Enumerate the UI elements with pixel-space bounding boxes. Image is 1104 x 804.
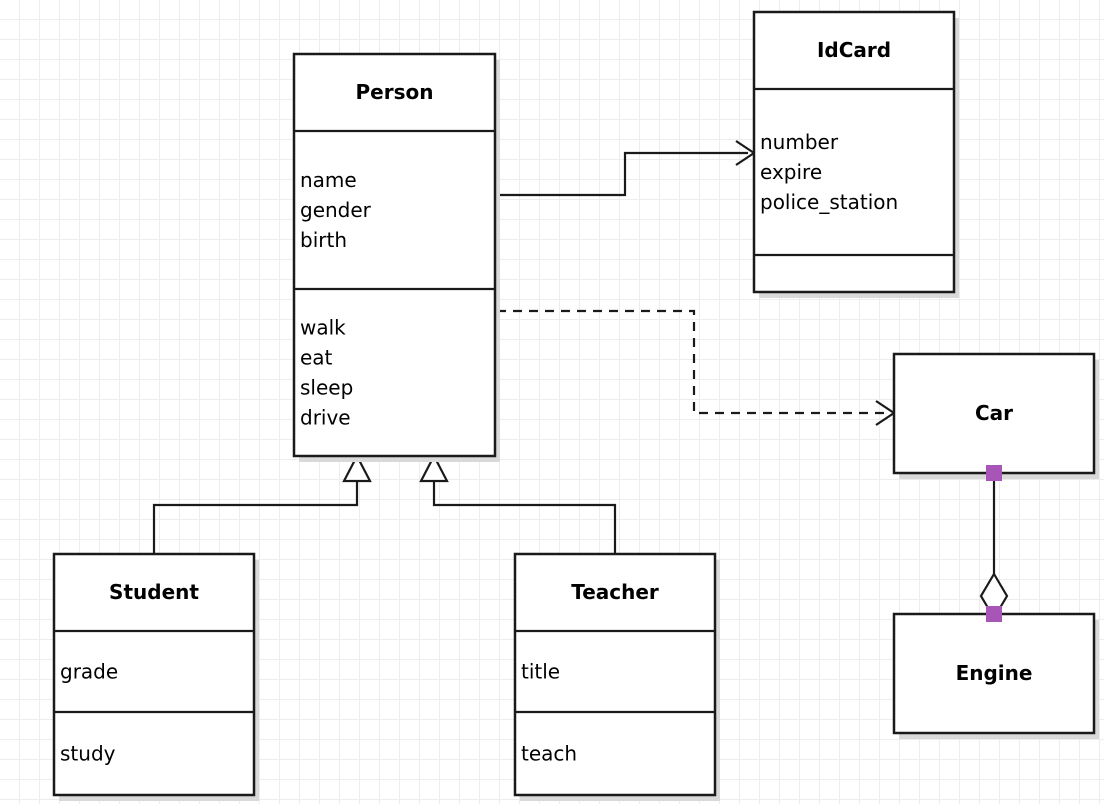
class-operation: sleep [300, 376, 353, 400]
hollow-triangle-icon [419, 453, 449, 483]
class-title: Person [356, 80, 434, 104]
class-operation: eat [300, 346, 333, 370]
class-node-engine[interactable]: Engine [892, 612, 1099, 739]
class-node-idcard[interactable]: IdCard number expire police_station [752, 10, 959, 298]
selection-handles-layer [986, 465, 1002, 622]
class-node-teacher[interactable]: Teacher title teach [513, 552, 720, 801]
class-title: Student [109, 580, 199, 604]
relationship-line[interactable] [495, 151, 748, 197]
class-node-person[interactable]: Person name gender birth walk eat sleep drive [292, 52, 500, 462]
class-title: Teacher [571, 580, 659, 604]
class-outline[interactable] [292, 52, 497, 458]
hollow-triangle-icon [342, 453, 372, 483]
class-operation: study [60, 742, 116, 766]
class-attribute: expire [760, 160, 822, 184]
relationship-person-car-dependency[interactable] [497, 309, 896, 426]
class-attribute: police_station [760, 190, 898, 214]
class-attribute: birth [300, 228, 347, 252]
class-attribute: title [521, 660, 560, 684]
class-title: IdCard [817, 38, 891, 62]
relationship-teacher-person-generalization[interactable] [419, 453, 617, 554]
relationship-person-idcard-association[interactable] [495, 140, 756, 197]
classes-layer: Person name gender birth walk eat sleep drive Id… [52, 10, 1099, 801]
class-attribute: name [300, 168, 357, 192]
connection-handle[interactable] [986, 465, 1002, 481]
relationship-line[interactable] [497, 309, 888, 415]
class-attribute: number [760, 130, 839, 154]
class-node-car[interactable]: Car [892, 352, 1099, 479]
class-node-student[interactable]: Student grade study [52, 552, 259, 801]
relationship-engine-car-aggregation[interactable] [979, 473, 1009, 621]
connection-handle[interactable] [986, 606, 1002, 622]
class-title: Car [975, 401, 1013, 425]
class-outline[interactable] [892, 352, 1096, 475]
relationship-line[interactable] [152, 472, 359, 554]
class-outline[interactable] [52, 552, 256, 797]
class-operation: walk [300, 316, 346, 340]
class-outline[interactable] [513, 552, 717, 797]
class-operation: teach [521, 742, 577, 766]
class-attribute: grade [60, 660, 118, 684]
relationship-line[interactable] [432, 472, 617, 554]
relationship-student-person-generalization[interactable] [152, 453, 372, 554]
class-outline[interactable] [752, 10, 956, 294]
class-attribute: gender [300, 198, 372, 222]
class-title: Engine [956, 661, 1033, 685]
class-operation: drive [300, 406, 351, 430]
